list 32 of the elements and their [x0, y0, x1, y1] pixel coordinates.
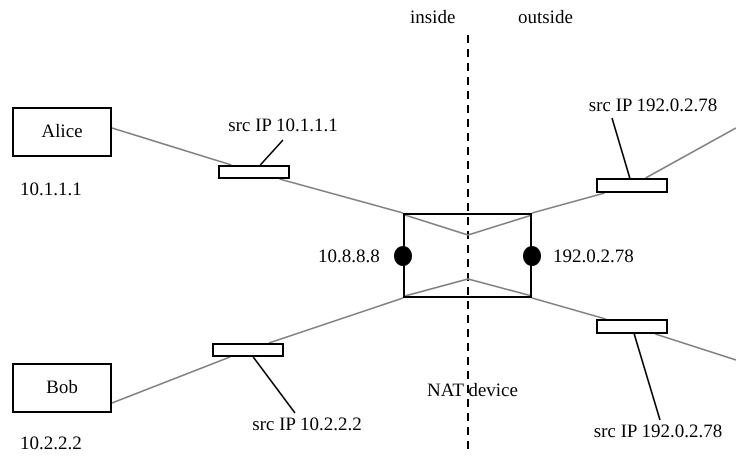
packet-label: src IP 10.1.1.1 — [212, 114, 354, 138]
zone-label: inside — [410, 8, 456, 27]
network-link — [112, 127, 232, 166]
host-name: Bob — [46, 377, 78, 399]
device-caption: NAT device — [427, 381, 518, 400]
packet-label: src IP 10.2.2.2 — [236, 413, 378, 437]
host-box — [12, 363, 112, 413]
ip-address: 192.0.2.78 — [553, 247, 634, 266]
ip-address: 10.1.1.1 — [20, 180, 82, 199]
network-link — [268, 297, 404, 344]
network-link — [655, 333, 736, 361]
leader-line — [633, 334, 661, 420]
network-link — [532, 297, 606, 320]
network-link — [645, 127, 736, 179]
host-box — [12, 107, 112, 157]
network-link — [532, 192, 605, 214]
packet-label: src IP 192.0.2.78 — [585, 420, 731, 444]
ip-address: 10.8.8.8 — [318, 247, 380, 266]
packet-box — [596, 178, 668, 193]
leader-line — [611, 118, 631, 178]
packet-box — [212, 343, 284, 357]
network-link — [279, 178, 404, 214]
leader-line — [252, 356, 296, 414]
host-name: Alice — [41, 121, 83, 143]
packet-box — [596, 319, 668, 334]
network-link — [112, 356, 230, 404]
packet-box — [218, 165, 290, 179]
zone-label: outside — [518, 8, 573, 27]
packet-label: src IP 192.0.2.78 — [580, 94, 726, 118]
ip-address: 10.2.2.2 — [20, 434, 82, 453]
nat-box — [403, 213, 532, 298]
leader-line — [260, 139, 284, 166]
